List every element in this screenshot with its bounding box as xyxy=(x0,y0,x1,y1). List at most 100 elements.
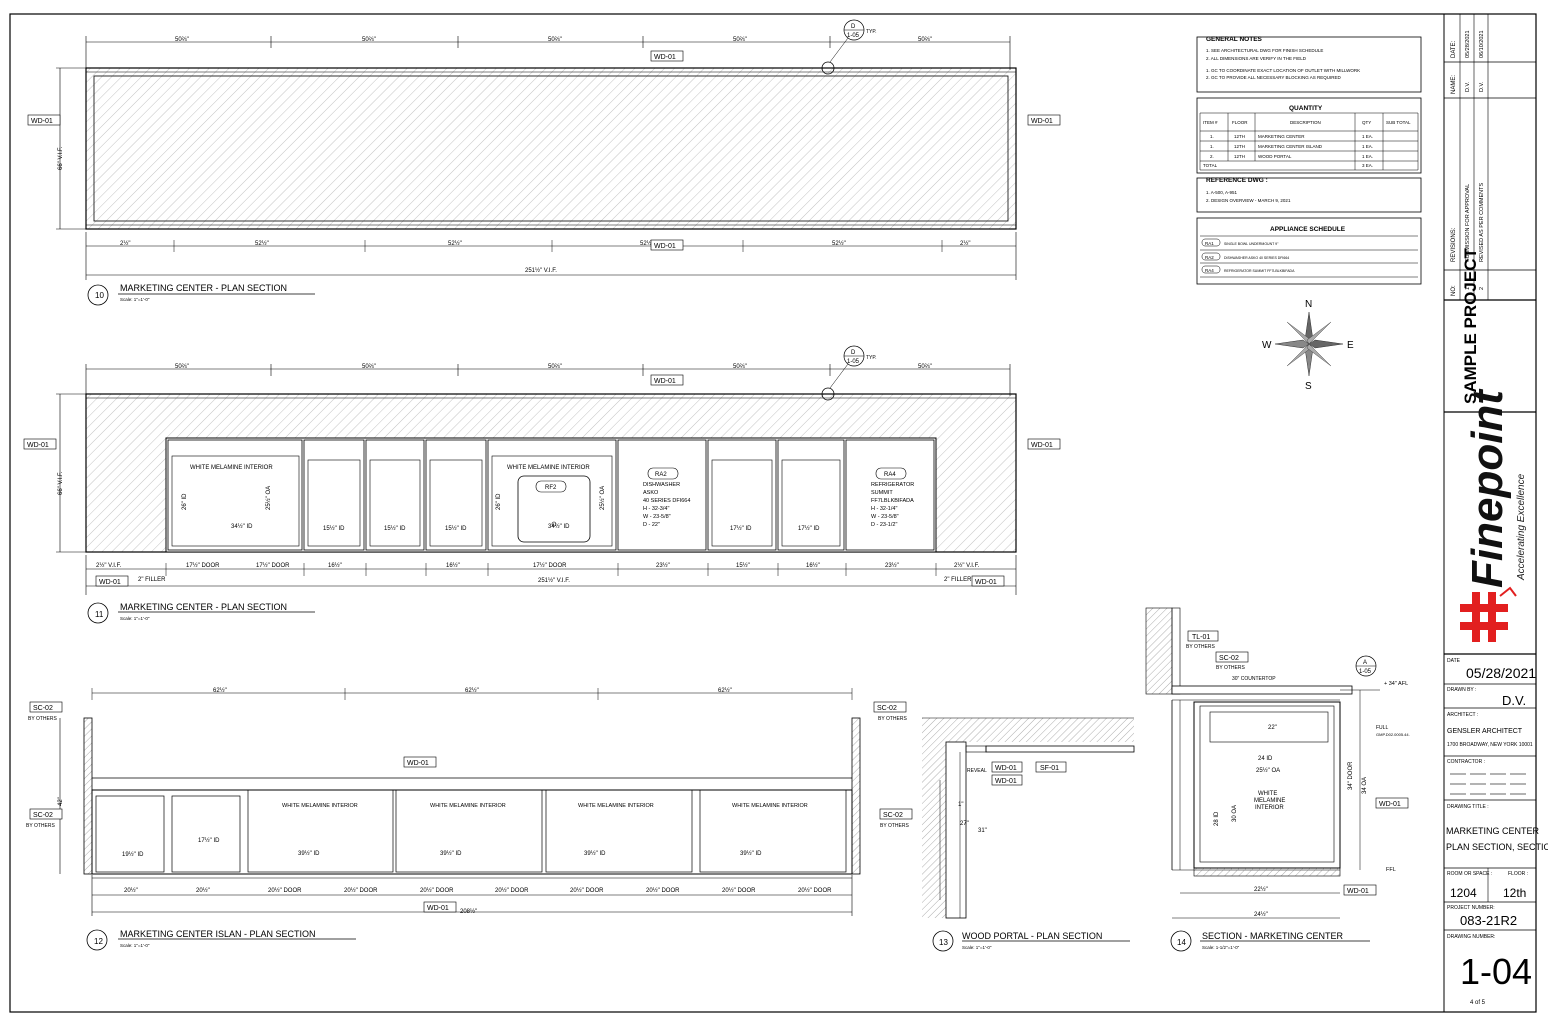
by-others: BY OTHERS xyxy=(26,823,55,829)
revision-date: 05/28/2021 xyxy=(1465,30,1471,58)
v11-bottom-dim: 2½" V.I.F. xyxy=(954,562,980,569)
tag-wd01: WD-01 xyxy=(27,442,49,449)
v11-height-dim: 66" V.I.F. xyxy=(58,471,64,495)
tb-drawing-number: 1-04 xyxy=(1460,951,1532,992)
appliance-schedule-title: APPLIANCE SCHEDULE xyxy=(1270,226,1346,233)
detail-typ: TYP. xyxy=(866,29,876,35)
quantity-header: DESCRIPTION xyxy=(1290,120,1321,125)
tag-wd01: WD-01 xyxy=(995,778,1017,785)
v11-id: 15½" ID xyxy=(323,525,345,532)
ra4-line: FF7LBLKBIFADA xyxy=(871,498,914,504)
tb-architect-name: GENSLER ARCHITECT xyxy=(1447,728,1523,735)
quantity-cell: MARKETING CENTER xyxy=(1258,134,1305,139)
appliance-tag-ra4: RA4 xyxy=(884,472,896,478)
tag-sc02: SC-02 xyxy=(33,812,53,819)
quantity-total-value: 3 EA. xyxy=(1362,163,1373,168)
v14-dim: 25½" OA xyxy=(1256,767,1280,774)
v12-title: MARKETING CENTER ISLAN - PLAN SECTION xyxy=(120,929,316,939)
detail-marker-letter: D xyxy=(851,350,856,356)
appliance-tag: RA4 xyxy=(1205,268,1214,273)
tag-wd01: WD-01 xyxy=(654,378,676,385)
v14-dim: 22½" xyxy=(1254,886,1268,893)
tag-sf01: SF-01 xyxy=(1040,765,1059,772)
v12-bottom-dim: 20½" DOOR xyxy=(570,887,604,894)
v14-dim: 30 OA xyxy=(1232,805,1238,822)
tb-architect-address: 1700 BROADWAY, NEW YORK 10001 xyxy=(1447,742,1533,748)
v12-overall-dim: 208½" xyxy=(460,908,477,915)
v11-bottom-dim: 17½" DOOR xyxy=(256,562,290,569)
v14-afl: + 34" AFL xyxy=(1384,681,1408,687)
v14-dim: 24½" xyxy=(1254,911,1268,918)
revision-no: 2 xyxy=(1479,287,1485,290)
v11-interior-label: WHITE MELAMINE INTERIOR xyxy=(507,465,590,471)
v12-height-dim: 42" xyxy=(58,797,64,806)
reference-item: 1. A-500, A-951 xyxy=(1206,190,1238,195)
tb-drawing-title-1: MARKETING CENTER xyxy=(1446,826,1540,836)
by-others: BY OTHERS xyxy=(28,716,57,722)
v12-bottom-dim: 20½" xyxy=(124,887,138,894)
tag-tl01: TL-01 xyxy=(1192,634,1210,641)
revision-date: 06/10/2021 xyxy=(1479,30,1485,58)
v13-dim: 1" xyxy=(958,802,963,808)
v12-id: 17½" ID xyxy=(198,837,220,844)
tb-drawing-title-2: PLAN SECTION, SECTION xyxy=(1446,842,1548,852)
v11-title: MARKETING CENTER - PLAN SECTION xyxy=(120,602,287,612)
tb-floor-value: 12th xyxy=(1503,886,1526,900)
compass-s: S xyxy=(1305,381,1312,392)
appliance-desc: SINGLE BOWL UNDERMOUNT 9" xyxy=(1224,242,1279,246)
tb-floor-label: FLOOR : xyxy=(1508,871,1528,877)
tag-wd01: WD-01 xyxy=(654,54,676,61)
v12-bottom-dim: 20½" DOOR xyxy=(646,887,680,894)
v10-top-dim: 50⅔" xyxy=(362,37,376,43)
by-others: BY OTHERS xyxy=(880,823,909,829)
v10-number: 10 xyxy=(95,291,104,300)
appliance-tag-ra2: RA2 xyxy=(655,472,667,478)
tag-sc02: SC-02 xyxy=(1219,655,1239,662)
v14-scale: Scale: 1-1/2"=1'-0" xyxy=(1202,945,1240,950)
v11-number: 11 xyxy=(95,610,104,619)
view-12-drawing xyxy=(59,688,861,951)
revision-name: D.V. xyxy=(1465,81,1471,92)
v10-bottom-dim: 2½" xyxy=(120,240,130,247)
ra2-line: W - 23-5/8" xyxy=(643,514,671,520)
v11-interior-label: WHITE MELAMINE INTERIOR xyxy=(190,465,273,471)
v14-dim: 28 ID xyxy=(1214,811,1220,826)
v12-id: 39½" ID xyxy=(440,850,462,857)
quantity-cell: 12TH xyxy=(1234,154,1245,159)
detail-typ: TYP. xyxy=(866,355,876,361)
tb-room-label: ROOM OR SPACE : xyxy=(1447,871,1492,877)
v10-overall-dim: 251½" V.I.F. xyxy=(525,267,557,274)
v12-bottom-dim: 20½" xyxy=(196,887,210,894)
general-notes-title: GENERAL NOTES xyxy=(1206,36,1263,43)
v12-bottom-dim: 20½" DOOR xyxy=(344,887,378,894)
tb-project-number: 083-21R2 xyxy=(1460,913,1517,928)
v13-dim: 27" xyxy=(960,821,969,827)
v11-vert-dim: 26" ID xyxy=(496,493,502,510)
v12-interior-label: WHITE MELAMINE INTERIOR xyxy=(732,803,808,809)
v11-filler: 2" FILLER xyxy=(944,577,972,583)
revision-desc: REVISED AS PER COMMENTS xyxy=(1479,183,1485,262)
v10-top-dim: 50⅔" xyxy=(733,37,747,43)
v14-dim: 34" DOOR xyxy=(1348,761,1354,790)
v11-top-dim: 50⅔" xyxy=(548,364,562,370)
quantity-cell: 1 EA. xyxy=(1362,144,1373,149)
v12-id: 39½" ID xyxy=(584,850,606,857)
v11-top-dim: 50⅔" xyxy=(733,364,747,370)
ra4-line: SUMMIT xyxy=(871,490,893,496)
general-note: 2. ALL DIMENSIONS ARE VERIFY IN THE FIEL… xyxy=(1206,56,1307,61)
v14-dim: 34 OA xyxy=(1362,777,1368,794)
ra4-line: H - 32-1/4" xyxy=(871,506,897,512)
tb-contractor-label: CONTRACTOR : xyxy=(1447,759,1485,765)
ra2-line: H - 32-3/4" xyxy=(643,506,669,512)
v10-title: MARKETING CENTER - PLAN SECTION xyxy=(120,283,287,293)
v10-top-dim: 50⅔" xyxy=(918,37,932,43)
view-14-drawing xyxy=(1145,607,1380,952)
v11-top-dim: 50⅔" xyxy=(362,364,376,370)
v11-bottom-dim: 23½" xyxy=(656,562,670,569)
revisions-name-header: NAME: xyxy=(1451,75,1457,94)
quantity-cell: MARKETING CENTER ISLAND xyxy=(1258,144,1323,149)
v11-bottom-dim: 17½" DOOR xyxy=(533,562,567,569)
revisions-date-header: DATE: xyxy=(1451,40,1457,58)
by-others: BY OTHERS xyxy=(1216,665,1245,671)
tb-sheet-of: 4 of 5 xyxy=(1470,1000,1486,1006)
